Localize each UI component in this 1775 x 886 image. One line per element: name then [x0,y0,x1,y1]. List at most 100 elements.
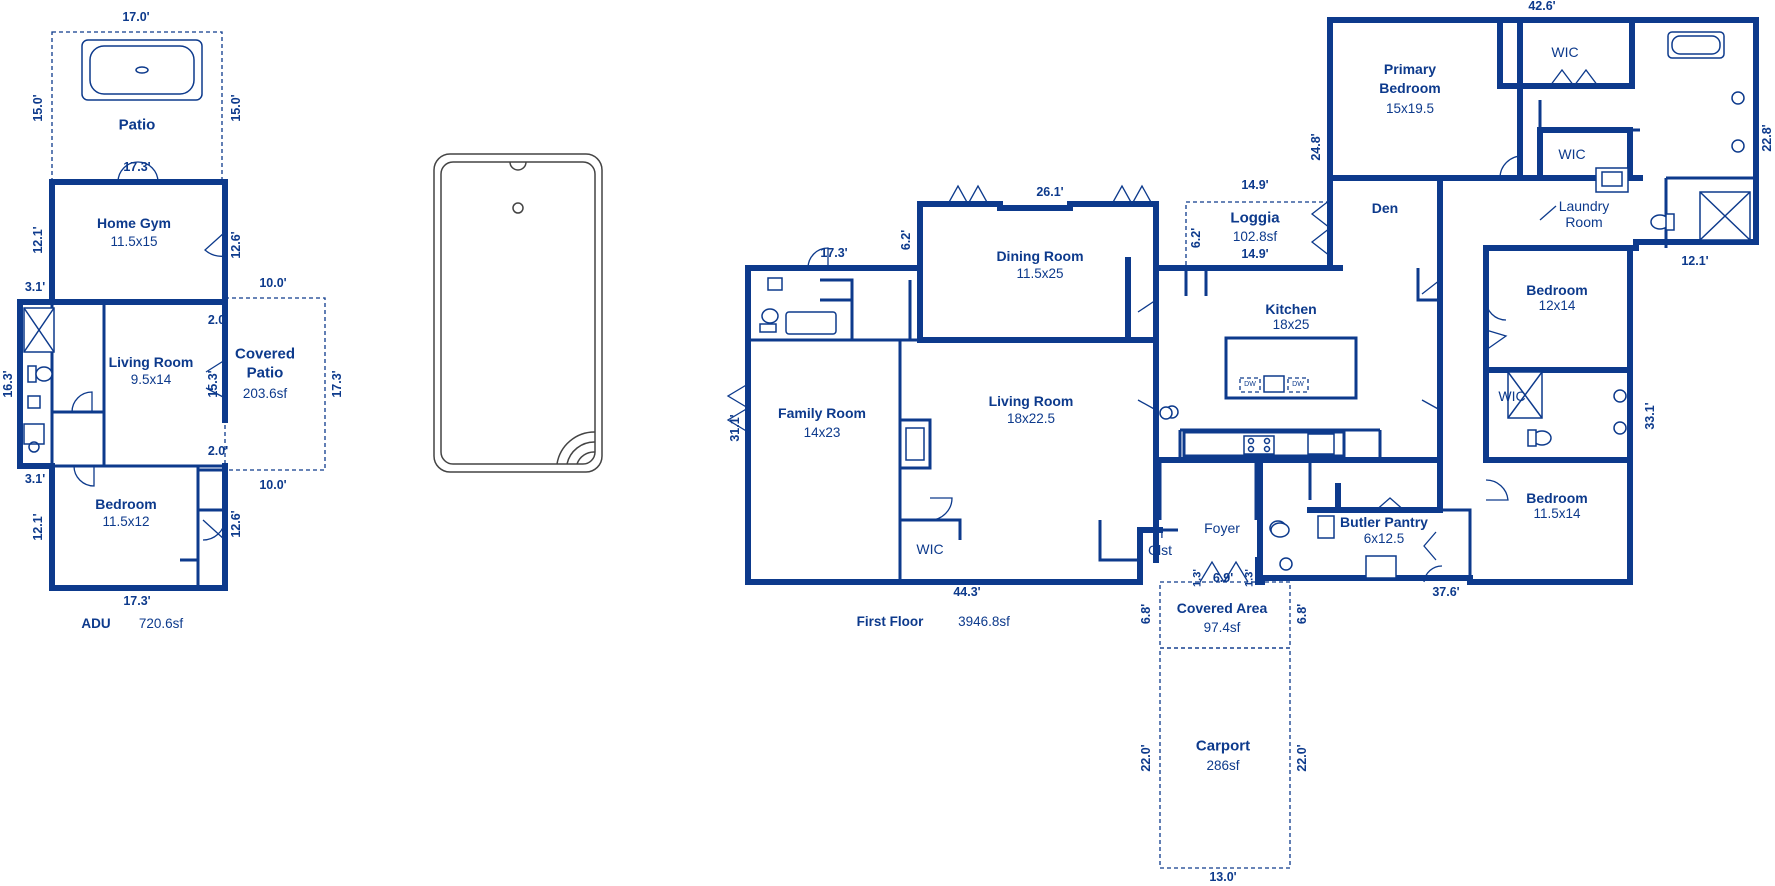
dining-size: 11.5x25 [1016,266,1064,282]
loggia-bottom-dim: 14.9' [1241,246,1269,261]
bath2-right-dim: 33.1' [1642,402,1657,430]
adu-covered-name-2: Patio [246,364,284,382]
family-left-dim: 31.1' [727,414,742,442]
dishwasher-right-label: DW [1292,380,1304,388]
living-wic-label: WIC [916,540,944,557]
adu-living-name: Living Room [108,353,194,370]
foyer-door-swing-icon [1199,560,1249,583]
covered-area-area: 97.4sf [1203,620,1241,636]
living-name: Living Room [988,392,1074,409]
primary-bath-door-swing-icon [1499,155,1523,179]
carport-left-dim: 22.0' [1138,744,1153,772]
carport-area: 286sf [1206,758,1240,774]
bath2-shower-icon [1507,371,1543,419]
family-side-door-swing-icon [726,383,749,433]
foyer-side-left-dim: 1.3' [1191,569,1204,587]
adu-vanity-icon [27,395,41,409]
adu-bedroom-right-dim: 12.6' [228,510,243,538]
adu-gym-name: Home Gym [97,214,171,231]
kitchen-door-swing-icon [1137,279,1441,411]
bedroom3-door-swing-icon [1485,479,1509,501]
carport-outline [1159,647,1291,869]
den-name: Den [1371,199,1399,216]
patio-bathtub-icon [81,39,203,101]
adu-gym-size: 11.5x15 [110,234,158,250]
adu-plan [17,31,326,591]
adu-living-size: 9.5x14 [130,372,172,388]
adu-outer-wall [17,179,228,591]
island-sink-icon [1263,375,1285,393]
primary-toilet-icon [1650,213,1675,231]
kitchen-name: Kitchen [1265,300,1317,317]
bath-wic-label: WIC [1498,387,1526,404]
adu-bottom-dim: 17.3' [123,593,151,608]
loggia-door-swing-icon [1310,199,1331,257]
loggia-name: Loggia [1230,209,1280,227]
dishwasher-left-label: DW [1244,380,1256,388]
covered-patio-outline [224,297,326,471]
laundry-door-swing-icon [1539,205,1557,221]
fireplace-icon [898,418,932,470]
adu-bath-left-dim: 16.3' [0,370,15,398]
adu-interior-walls [50,302,225,588]
adu-gym-left-dim: 12.1' [30,226,45,254]
kitchen-counter [1182,430,1346,458]
adu-bedroom-left-dim: 12.1' [30,513,45,541]
adu-covered-name-1: Covered [234,345,296,363]
ff-bottom-right-dim: 37.6' [1432,584,1460,599]
ff-right-dim: 22.8' [1759,124,1774,152]
adu-patio-name: Patio [118,116,156,134]
first-floor-outer-wall [745,17,1759,585]
adu-summary-area: 720.6sf [138,616,184,632]
adu-bath-shower-icon [23,307,55,353]
ff-summary-area: 3946.8sf [958,614,1010,630]
foyer-side-right-dim: 1.3' [1243,569,1256,587]
primary-sink-icon [1731,91,1745,153]
bath-door-swing-icon [71,391,93,413]
patio-door-swing-icon [117,161,159,183]
bedroom2-door-swing-icon [1485,299,1508,351]
carport-bottom-dim: 13.0' [1209,869,1237,884]
patio-outline [51,31,223,183]
adu-covered-area: 203.6sf [242,386,288,402]
covered-area-right-dim: 6.8' [1294,603,1309,625]
primary-left-dim: 24.8' [1308,133,1323,161]
dining-left-dim: 6.2' [898,229,913,251]
adu-covered-top-dim: 10.0' [259,275,287,290]
adu-covered-right-dim: 17.3' [329,370,344,398]
primary-size: 15x19.5 [1385,101,1435,117]
adu-covered-gap-bottom-dim: 2.0' [207,443,229,458]
carport-name: Carport [1195,737,1251,755]
it-closet-label-2: Clst [1147,541,1173,558]
laundry-washer-icon [1595,167,1629,193]
bedroom-door-swing-icon [73,465,95,487]
fridge-icon [1307,433,1335,455]
adu-sink-icon [23,423,45,453]
primary-name-1: Primary [1383,60,1437,77]
kitchen-island [1224,336,1358,400]
adu-patio-left-dim: 15.0' [30,94,45,122]
adu-patio-width-dim: 17.0' [122,9,150,24]
adu-wardrobe [196,468,226,512]
living-door-swing-icon [205,359,226,399]
gym-door-swing-icon [204,231,226,257]
carport-right-dim: 22.0' [1294,744,1309,772]
pantry-door-swing-icon [1373,497,1437,561]
adu-covered-bottom-dim: 10.0' [259,477,287,492]
adu-toilet-icon [27,365,53,383]
ff-bottom-left-dim: 44.3' [953,584,981,599]
family-size: 14x23 [803,425,841,441]
adu-gym-top-dim: 17.3' [123,159,151,174]
it-closet-label-1: IT [1153,524,1167,541]
primary-wic2-label: WIC [1558,145,1586,162]
living-size: 18x22.5 [1006,411,1056,427]
covered-area-name: Covered Area [1176,599,1268,616]
wic-door-swing-icon [929,497,953,521]
laundry-name-1: Laundry [1558,197,1610,214]
loggia-area: 102.8sf [1232,229,1278,245]
adu-bath-bottom-dim: 3.1' [24,471,46,486]
covered-area-left-dim: 6.8' [1138,603,1153,625]
bath2-toilet-icon [1527,429,1552,447]
adu-living-right-dim: 15.3' [205,370,220,398]
